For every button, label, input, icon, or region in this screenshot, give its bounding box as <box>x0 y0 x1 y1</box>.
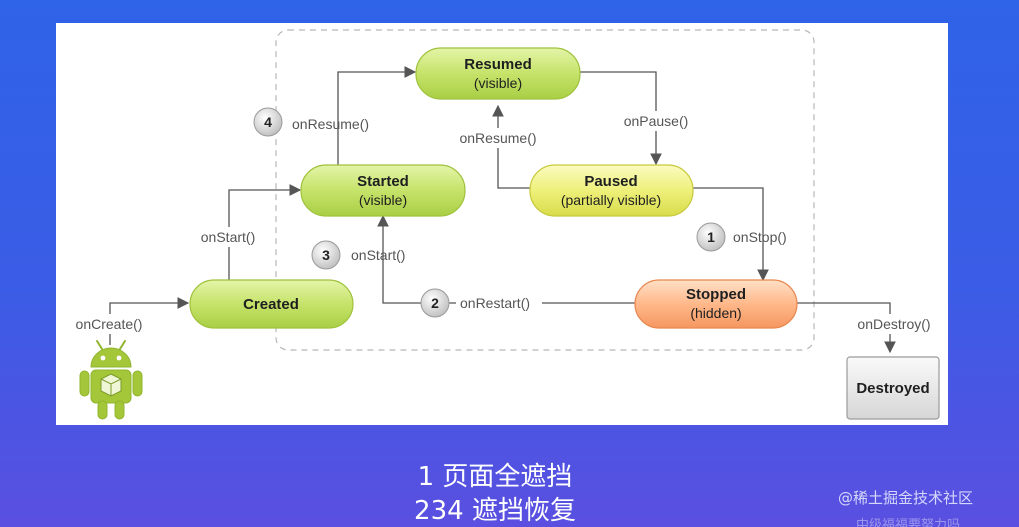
label-onresume-mid: onResume() <box>459 130 536 146</box>
state-started-name: Started <box>357 173 409 190</box>
state-stopped-name: Stopped <box>686 286 746 303</box>
state-resumed: Resumed (visible) <box>415 47 581 100</box>
onpause-label-bg <box>617 111 695 131</box>
sub-watermark: 中级福福要努力吗 <box>856 518 961 527</box>
arrow-onpause <box>580 71 662 166</box>
label-onrestart: onRestart() <box>460 295 530 311</box>
caption-line-2: 234 遮挡恢复 <box>414 496 576 526</box>
state-resumed-name: Resumed <box>464 56 532 73</box>
oncreate-label-bg <box>68 314 150 334</box>
state-stopped: Stopped (hidden) <box>634 279 798 329</box>
state-paused-sub: (partially visible) <box>561 192 661 208</box>
label-onstop: onStop() <box>733 229 787 245</box>
badge-1-num: 1 <box>707 229 715 245</box>
badge-4-num: 4 <box>264 114 272 130</box>
arrow-onrestart <box>377 214 635 304</box>
arrow-onstop <box>693 187 769 282</box>
state-destroyed: Destroyed <box>846 356 940 420</box>
state-created-name: Created <box>243 296 299 313</box>
label-onresume-left: onResume() <box>292 116 369 132</box>
badge-3-num: 3 <box>322 247 330 263</box>
onstart-left-label-bg <box>193 227 263 247</box>
visible-lifetime-boundary <box>275 29 815 351</box>
badge-1: 1 <box>696 222 726 252</box>
label-oncreate: onCreate() <box>76 316 143 332</box>
onresume-mid-label-bg <box>453 128 543 148</box>
caption-line-1: 1 页面全遮挡 <box>417 462 573 492</box>
state-started-sub: (visible) <box>359 192 407 208</box>
android-robot-icon <box>79 340 143 420</box>
state-stopped-sub: (hidden) <box>690 305 741 321</box>
state-paused: Paused (partially visible) <box>529 164 694 217</box>
badge-2: 2 <box>420 288 450 318</box>
arrow-onresume-left <box>337 66 417 165</box>
badge-2-num: 2 <box>431 295 439 311</box>
ondestroy-label-bg <box>849 314 939 334</box>
state-destroyed-name: Destroyed <box>856 380 929 397</box>
badge-3: 3 <box>311 240 341 270</box>
state-started: Started (visible) <box>300 164 466 217</box>
arrow-ondestroy <box>797 302 896 354</box>
watermark: @稀土掘金技术社区 <box>838 489 974 507</box>
label-onpause: onPause() <box>624 113 689 129</box>
label-onstart-left: onStart() <box>201 229 255 245</box>
state-paused-name: Paused <box>584 173 637 190</box>
label-onstart-mid: onStart() <box>351 247 405 263</box>
state-created: Created <box>189 279 354 329</box>
onrestart-label-bg <box>456 293 542 313</box>
badge-4: 4 <box>253 107 283 137</box>
label-ondestroy: onDestroy() <box>857 316 930 332</box>
state-resumed-sub: (visible) <box>474 75 522 91</box>
arrow-onstart-left <box>228 184 302 280</box>
